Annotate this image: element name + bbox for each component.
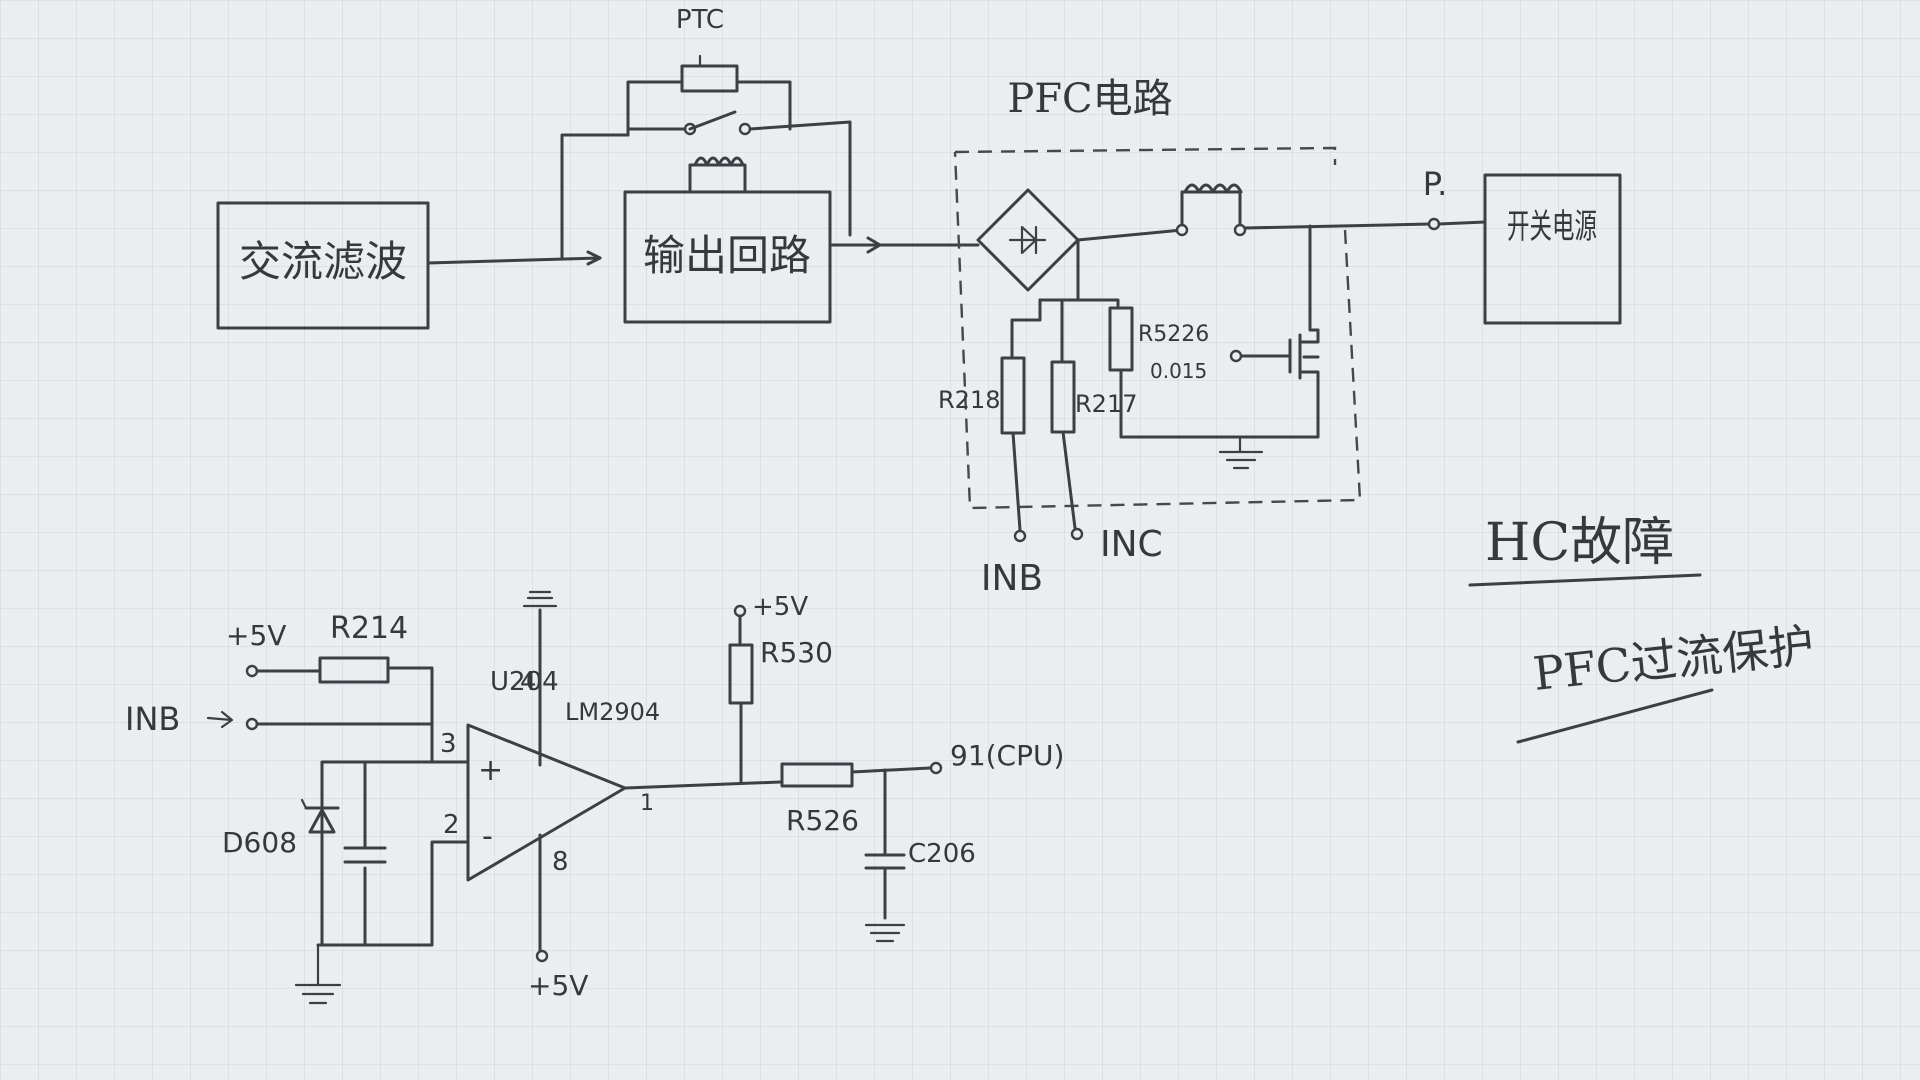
r218-wire-top [1010, 298, 1042, 360]
cpu-node [929, 761, 943, 775]
bypass-wire-right [748, 120, 852, 237]
switch-power-block [1483, 173, 1622, 325]
r526-resistor [780, 762, 854, 788]
switch-power-label-1: 开关电源 [1507, 207, 1597, 247]
ref-top-wire [320, 760, 434, 947]
c206-capacitor [864, 768, 906, 920]
opamp-part-label: LM2904 [565, 698, 660, 726]
gate-drive-node [1229, 349, 1243, 363]
plus5v-left-label: +5V [226, 619, 286, 652]
ac-filter-label: 交流滤波 [239, 237, 407, 286]
bridge-rectifier [976, 188, 1080, 292]
cpu-pin-label: 91(CPU) [950, 739, 1064, 772]
inb-node [1013, 529, 1027, 543]
arrow-into-block [586, 250, 602, 266]
cap-wire [363, 760, 434, 947]
zener-bend [300, 798, 308, 810]
ground-icon [1218, 435, 1264, 470]
opamp-triangle [466, 723, 627, 882]
r214-wire-right [386, 666, 434, 764]
shunt-ground-wire [1119, 368, 1320, 439]
pin4-label: 4 [520, 667, 537, 697]
r214-label: R214 [330, 611, 408, 646]
inb-output-label: INB [981, 558, 1043, 599]
ptc-resistor [680, 64, 739, 93]
relay-coil-leads [688, 163, 747, 194]
ptc-wire-right [735, 80, 792, 131]
pin8-label: 8 [552, 847, 569, 877]
wire-p-to-switch [1437, 220, 1487, 226]
ref-ground-icon [294, 943, 342, 1005]
r5226-resistor [1108, 306, 1134, 372]
r526-wire-right [850, 766, 932, 774]
output-loop-label: 输出回路 [643, 231, 811, 280]
d608-label: D608 [222, 826, 297, 859]
output-loop-block [623, 190, 832, 324]
node-p-label: P. [1423, 165, 1447, 203]
r217-resistor [1050, 360, 1076, 434]
plus5v-r530-label: +5V [752, 592, 808, 622]
r218-label: R218 [938, 386, 1000, 414]
zener-d608-icon [304, 806, 340, 834]
diode-bridge-icon [1008, 225, 1047, 255]
ref-capacitor [343, 846, 387, 864]
r217-label: R217 [1075, 390, 1137, 418]
opamp-ref-label: U204 [490, 667, 559, 697]
r530-resistor [728, 643, 754, 705]
pin3-label: 3 [440, 729, 457, 759]
relay-coil-icon [693, 156, 745, 167]
note-pfc-underline [1516, 688, 1714, 744]
ptc-label: PTC [676, 5, 724, 35]
inc-node [1070, 527, 1084, 541]
opamp-output-wire [623, 780, 782, 790]
note-hc-underline [1468, 573, 1702, 587]
relay-switch-icon [688, 110, 737, 131]
pin2-label: 2 [443, 810, 460, 840]
c206-label: C206 [908, 839, 976, 869]
plus5v-bottom-label: +5V [528, 969, 588, 1002]
mosfet-source-wire [1298, 328, 1320, 430]
pfc-inductor-icon [1183, 183, 1243, 194]
bridge-neg-wire [1038, 238, 1120, 310]
inb-input-label: INB [125, 700, 180, 738]
ptc-wire-left [626, 80, 684, 131]
inductor-node-right [1233, 223, 1247, 237]
inc-output-label: INC [1100, 524, 1163, 565]
r530-label: R530 [760, 636, 833, 669]
note-hc-fault: HC故障 [1485, 513, 1674, 573]
plus5v-bottom-node [535, 949, 549, 963]
ptc-mark [698, 54, 717, 93]
ac-filter-block [216, 201, 430, 330]
note-pfc-overcurrent: PFC过流保护 [1531, 618, 1817, 701]
opamp-minus-sign: - [482, 819, 493, 854]
minus-input-wire [316, 840, 470, 947]
bus-wire [1243, 222, 1432, 230]
pfc-title: PFC电路 [1007, 76, 1172, 122]
wire-bridge-to-inductor [1076, 228, 1184, 242]
mosfet-drain-wire [1308, 224, 1320, 332]
opamp-plus-sign: + [478, 753, 503, 788]
r217-wire-bottom [1061, 430, 1077, 530]
arrow-to-bridge [866, 236, 882, 254]
r218-resistor [1000, 356, 1026, 435]
r214-resistor [318, 656, 390, 684]
bypass-wire-left [560, 133, 630, 260]
inductor-leads [1180, 190, 1242, 227]
c206-ground-icon [864, 923, 906, 943]
pin4-ground-icon [522, 590, 558, 608]
r5226-value: 0.015 [1150, 359, 1207, 383]
wire-filter-to-block [426, 256, 602, 265]
inb-arrow-icon [206, 710, 234, 729]
pin1-label: 1 [640, 791, 654, 816]
r5226-label: R5226 [1138, 322, 1209, 347]
r218-wire-bottom [1011, 431, 1022, 532]
r526-label: R526 [786, 804, 859, 837]
pfc-boundary [953, 146, 1362, 510]
